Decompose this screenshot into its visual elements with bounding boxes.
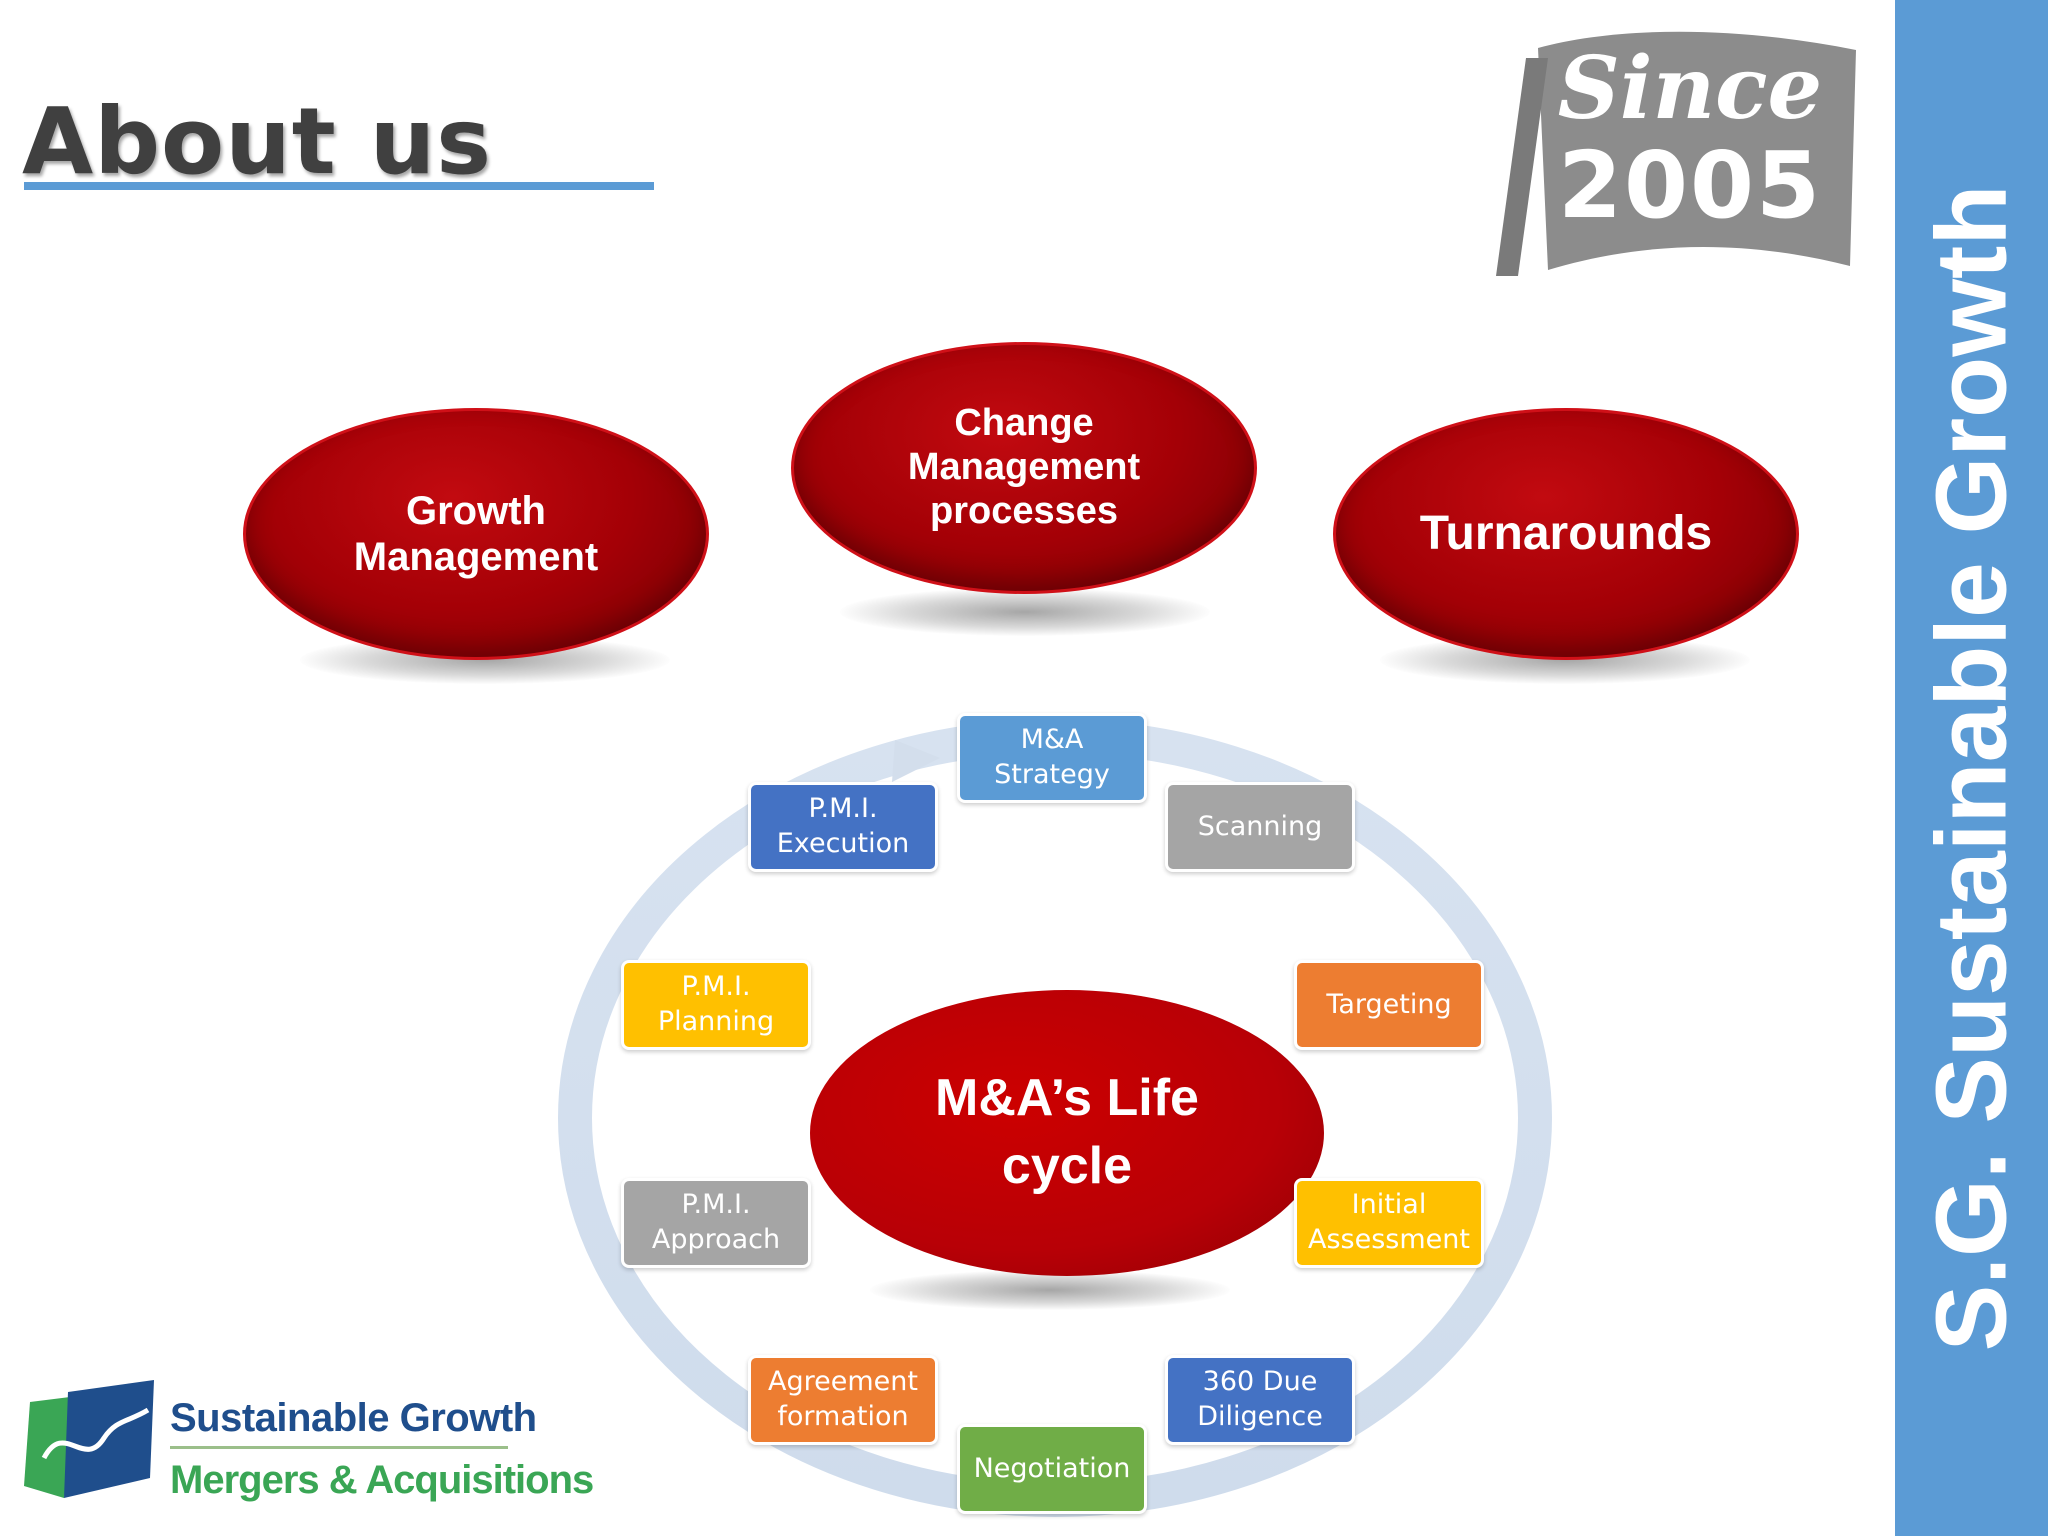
step-initial-assessment: Initial Assessment [1294,1178,1484,1268]
step-ma-strategy: M&A Strategy [957,713,1147,803]
growth-management-label: Growth Management [353,489,599,579]
step-pmi-approach: P.M.I. Approach [621,1178,811,1268]
logo-divider [170,1446,508,1449]
logo-line-1: Sustainable Growth [170,1396,537,1440]
step-agreement-formation: Agreement formation [748,1355,938,1445]
since-year: 2005 [1557,132,1823,239]
growth-management-oval: Growth Management [243,408,709,660]
change-management-label: Change Management processes [907,402,1141,532]
step-scanning: Scanning [1165,782,1355,872]
logo-line-2: Mergers & Acquisitions [170,1458,594,1502]
oval-shadow [840,588,1210,636]
step-negotiation: Negotiation [957,1424,1147,1514]
turnarounds-oval: Turnarounds [1333,408,1799,660]
sidebar-brand-text: S.G. Sustainable Growth [1915,184,2027,1352]
lifecycle-center-label: M&A’s Life cycle [935,1069,1199,1195]
step-pmi-execution: P.M.I. Execution [748,782,938,872]
step-targeting: Targeting [1294,960,1484,1050]
title-underline [24,182,654,190]
change-management-oval: Change Management processes [791,342,1257,594]
brand-sidebar: S.G. Sustainable Growth [1895,0,2048,1536]
since-flag-icon [1496,31,1856,276]
step-pmi-planning: P.M.I. Planning [621,960,811,1050]
page-title: About us [22,88,493,195]
lifecycle-center-oval: M&A’s Life cycle [810,990,1324,1276]
since-label: Since [1557,38,1823,139]
company-logo-icon [24,1380,154,1498]
center-oval-shadow [870,1270,1230,1310]
turnarounds-label: Turnarounds [1419,507,1713,561]
step-due-diligence: 360 Due Diligence [1165,1355,1355,1445]
